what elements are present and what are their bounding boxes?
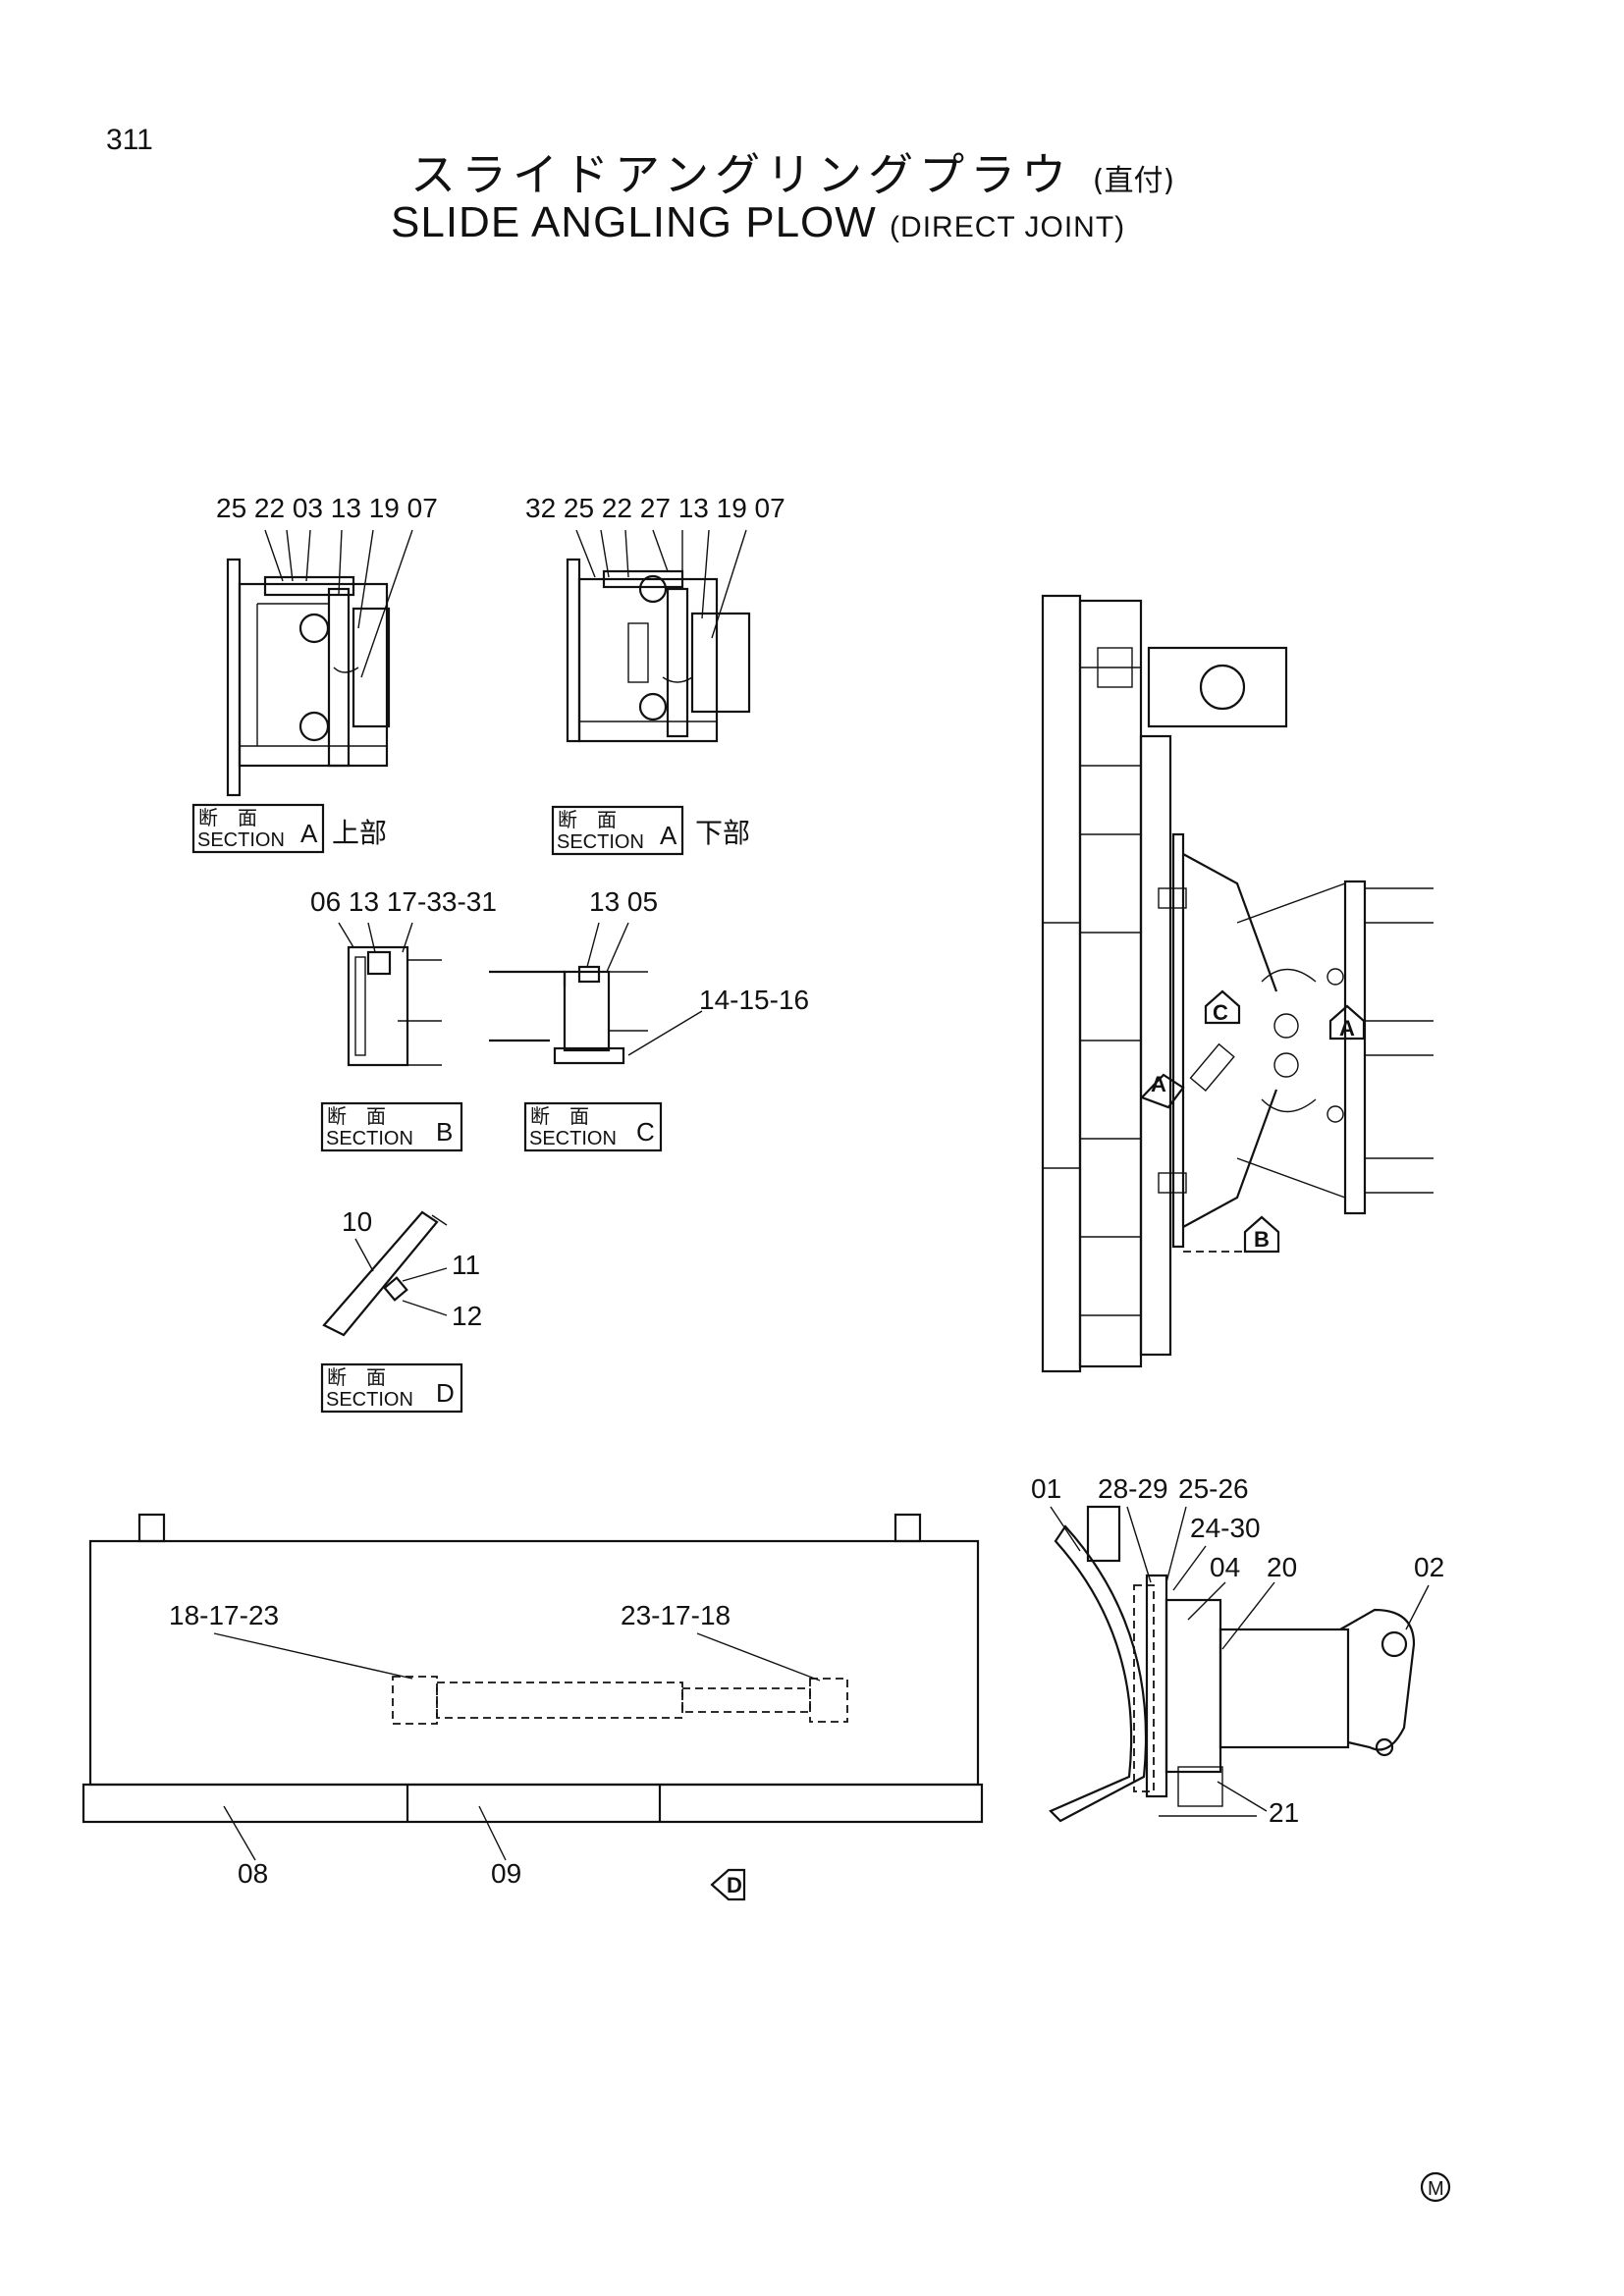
view-marker-a-right: A bbox=[1328, 1004, 1366, 1041]
callout-side-21: 21 bbox=[1269, 1797, 1299, 1828]
section-box-b: 断 面 SECTION B bbox=[320, 1101, 463, 1152]
view-marker-b: B bbox=[1243, 1215, 1280, 1254]
section-box-d-letter: D bbox=[436, 1378, 455, 1408]
section-box-a-lower-suffix: 下部 bbox=[695, 817, 750, 849]
callout-side-20: 20 bbox=[1267, 1552, 1297, 1582]
view-marker-d-letter: D bbox=[727, 1873, 742, 1897]
section-box-a-lower-jp: 断 面 bbox=[558, 808, 617, 831]
title-japanese-sub: (直付) bbox=[1092, 164, 1175, 198]
view-marker-c-letter: C bbox=[1213, 1000, 1228, 1025]
callout-front-09: 09 bbox=[491, 1858, 521, 1889]
callout-sec-d-11: 11 bbox=[452, 1250, 480, 1280]
callout-sec-d-10: 10 bbox=[342, 1206, 372, 1237]
section-box-d-jp: 断 面 bbox=[327, 1365, 386, 1389]
section-box-b-en: SECTION bbox=[326, 1128, 413, 1149]
callout-side-2829: 28-29 bbox=[1098, 1473, 1168, 1504]
callout-sec-a-lower: 32 25 22 27 13 19 07 bbox=[525, 493, 785, 523]
callout-front-left: 18-17-23 bbox=[169, 1600, 279, 1630]
view-marker-a-right-letter: A bbox=[1339, 1016, 1355, 1041]
callout-sec-a-upper: 25 22 03 13 19 07 bbox=[216, 493, 438, 523]
section-d-view: 10 11 12 bbox=[322, 1206, 482, 1337]
footer-mark: M bbox=[1420, 2171, 1451, 2203]
side-view: 01 28-29 25-26 24-30 04 20 02 21 bbox=[1031, 1473, 1444, 1828]
section-box-c-jp: 断 面 bbox=[530, 1104, 589, 1128]
section-box-a-lower-letter: A bbox=[660, 821, 677, 850]
section-a-lower-view: 32 25 22 27 13 19 07 bbox=[525, 493, 785, 743]
section-c-view: 13 05 14-15-16 bbox=[489, 886, 809, 1065]
title-english-main: SLIDE ANGLING PLOW bbox=[391, 198, 877, 246]
callout-sec-c: 13 05 bbox=[589, 886, 658, 917]
title-japanese-main: スライドアングリングプラウ bbox=[410, 148, 1073, 201]
section-box-a-upper-en: SECTION bbox=[197, 829, 285, 851]
callout-front-08: 08 bbox=[238, 1858, 268, 1889]
page-number: 311 bbox=[106, 124, 153, 156]
title-japanese: スライドアングリングプラウ (直付) bbox=[410, 139, 1174, 204]
section-box-a-upper-letter: A bbox=[300, 819, 318, 848]
callout-side-04: 04 bbox=[1210, 1552, 1240, 1582]
callout-sec-b: 06 13 17-33-31 bbox=[310, 886, 497, 917]
section-b-view: 06 13 17-33-31 bbox=[310, 886, 497, 1067]
section-box-b-jp: 断 面 bbox=[327, 1104, 386, 1128]
callout-front-right: 23-17-18 bbox=[621, 1600, 731, 1630]
footer-mark-letter: M bbox=[1428, 2178, 1444, 2200]
section-box-a-lower-en: SECTION bbox=[557, 831, 644, 853]
section-box-a-upper-jp: 断 面 bbox=[198, 806, 257, 829]
section-box-d: 断 面 SECTION D bbox=[320, 1362, 463, 1414]
section-box-b-letter: B bbox=[436, 1117, 453, 1147]
view-marker-c: C bbox=[1204, 989, 1241, 1025]
callout-side-01: 01 bbox=[1031, 1473, 1061, 1504]
view-marker-a-left: A bbox=[1140, 1072, 1185, 1109]
view-marker-a-left-letter: A bbox=[1151, 1072, 1166, 1096]
callout-sec-c-side: 14-15-16 bbox=[699, 985, 809, 1015]
view-marker-d: D bbox=[710, 1868, 746, 1901]
section-box-c: 断 面 SECTION C bbox=[523, 1101, 663, 1152]
title-english-sub: (DIRECT JOINT) bbox=[890, 211, 1126, 243]
section-box-c-letter: C bbox=[636, 1117, 655, 1147]
section-a-upper-view: 25 22 03 13 19 07 bbox=[216, 493, 438, 797]
callout-side-2430: 24-30 bbox=[1190, 1513, 1261, 1543]
top-view bbox=[1041, 594, 1434, 1373]
section-box-a-upper: 断 面 SECTION A 上部 bbox=[191, 803, 387, 854]
callout-side-02: 02 bbox=[1414, 1552, 1444, 1582]
callout-sec-d-12: 12 bbox=[452, 1301, 482, 1331]
section-box-d-en: SECTION bbox=[326, 1389, 413, 1411]
section-box-c-en: SECTION bbox=[529, 1128, 617, 1149]
section-box-a-lower: 断 面 SECTION A 下部 bbox=[551, 805, 750, 856]
callout-side-2526: 25-26 bbox=[1178, 1473, 1249, 1504]
front-view: 18-17-23 23-17-18 08 09 bbox=[81, 1513, 984, 1889]
section-box-a-upper-suffix: 上部 bbox=[332, 817, 387, 849]
view-marker-b-letter: B bbox=[1254, 1227, 1270, 1252]
title-english: SLIDE ANGLING PLOW (DIRECT JOINT) bbox=[391, 198, 1125, 247]
